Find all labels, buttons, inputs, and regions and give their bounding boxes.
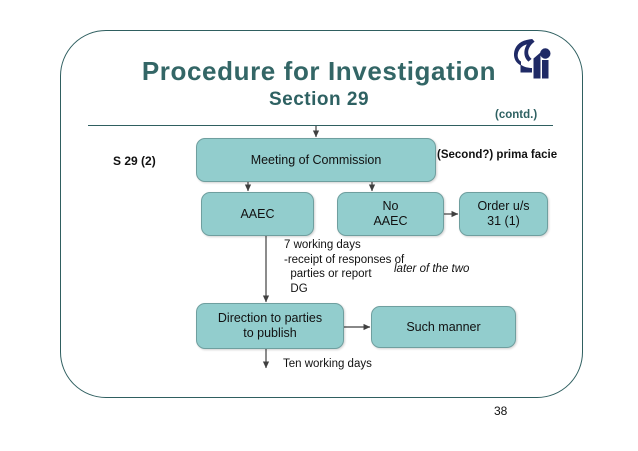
label-ten-working-days: Ten working days bbox=[283, 358, 372, 370]
page-subtitle: Section 29 bbox=[268, 89, 370, 110]
box-label: Order u/s 31 (1) bbox=[477, 199, 530, 228]
box-label: Such manner bbox=[406, 319, 481, 334]
page-number: 38 bbox=[494, 404, 508, 418]
box-label: Meeting of Commission bbox=[250, 152, 382, 167]
label-prima-facie: (Second?) prima facie bbox=[437, 149, 558, 161]
title-divider bbox=[88, 125, 553, 126]
cci-logo bbox=[506, 38, 554, 82]
page-title: Procedure for Investigation bbox=[141, 56, 497, 86]
title-block: Procedure for Investigation Section 29 bbox=[0, 56, 638, 112]
box-such-manner[interactable]: Such manner bbox=[371, 306, 516, 348]
contd-marker: (contd.) bbox=[495, 109, 538, 121]
box-order-us-31-1[interactable]: Order u/s 31 (1) bbox=[459, 192, 548, 236]
box-label: Direction to parties to publish bbox=[217, 311, 323, 340]
box-aaec[interactable]: AAEC bbox=[201, 192, 314, 236]
box-no-aaec[interactable]: No AAEC bbox=[337, 192, 444, 236]
label-seven-working-days: 7 working days -receipt of responses of … bbox=[284, 239, 405, 295]
box-label: No AAEC bbox=[373, 199, 408, 228]
label-later-of-the-two: later of the two bbox=[394, 263, 470, 275]
box-label: AAEC bbox=[240, 206, 275, 221]
box-meeting-of-commission[interactable]: Meeting of Commission bbox=[196, 138, 436, 182]
label-section-ref: S 29 (2) bbox=[113, 154, 156, 168]
box-direction-to-parties-to-publish[interactable]: Direction to parties to publish bbox=[196, 303, 344, 349]
